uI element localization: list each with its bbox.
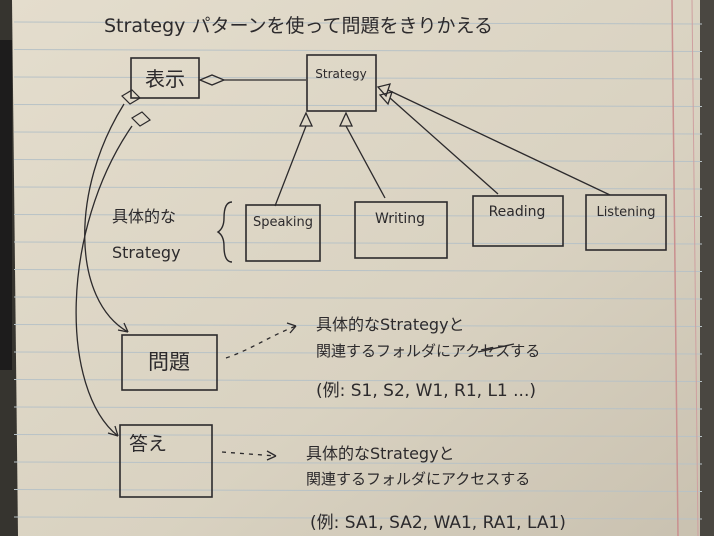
writing-box-label: Writing (375, 211, 425, 227)
ruled-line (13, 241, 703, 245)
context-box-label: 表示 (145, 67, 185, 91)
ruled-line (13, 76, 703, 80)
answer-note-line2: 関連するフォルダにアクセスする (306, 470, 530, 488)
writing-box (354, 201, 448, 259)
ruled-line (13, 214, 703, 217)
concrete-label-line2: Strategy (112, 243, 181, 262)
ruled-line (13, 186, 703, 190)
strategy-box-label: Strategy (315, 67, 366, 81)
ruled-line (13, 379, 703, 382)
inherit-line-reading (389, 97, 499, 195)
answer-dashed-arrow (221, 451, 277, 457)
inherit-line-writing (345, 125, 386, 199)
answer-arrowhead (266, 450, 277, 461)
ruled-line (13, 269, 703, 272)
reading-box (472, 195, 564, 247)
inherit-line-listening (387, 89, 611, 196)
ruled-lines (13, 21, 703, 520)
listening-box-label: Listening (596, 205, 655, 220)
inherit-line-speaking (274, 125, 307, 207)
ruled-line (13, 296, 703, 300)
ruled-line (13, 434, 703, 437)
question-dashed-arrow (225, 325, 297, 359)
question-arrowhead (286, 322, 297, 334)
ruled-line (13, 159, 703, 162)
strategy-box (306, 54, 377, 112)
question-box (121, 334, 218, 391)
answer-note-line3: (例: SA1, SA2, WA1, RA1, LA1) (310, 513, 566, 533)
curve-to-answer (75, 125, 133, 437)
ruled-line (13, 21, 703, 25)
page-title: Strategy パターンを使って問題をきりかえる (104, 15, 493, 37)
ruled-line (13, 461, 703, 465)
question-note-line2: 関連するフォルダにアクセスする (316, 342, 540, 360)
strikeout-mark (477, 343, 515, 353)
ruled-line (13, 351, 703, 355)
answer-box-label: 答え (129, 433, 167, 455)
listening-box (585, 194, 667, 251)
question-note-line3: (例: S1, S2, W1, R1, L1 ...) (316, 381, 536, 401)
arrowhead-question (117, 322, 129, 333)
ruled-line (13, 104, 703, 107)
diamond-to-answer (131, 111, 151, 127)
arrowhead-answer (107, 425, 119, 437)
question-box-label: 問題 (148, 350, 190, 374)
speaking-box (245, 204, 321, 262)
page-edge (700, 0, 714, 536)
ruled-line (13, 131, 703, 135)
answer-note-line1: 具体的なStrategyと (306, 444, 455, 463)
reading-box-label: Reading (489, 204, 546, 220)
margin-line (671, 0, 679, 536)
answer-box (119, 424, 213, 498)
diamond-to-question (121, 89, 141, 105)
concrete-label-line1: 具体的な (112, 207, 176, 226)
margin-line-2 (691, 0, 699, 536)
pen (0, 40, 12, 370)
ruled-line (13, 489, 703, 492)
ruled-line (13, 49, 703, 52)
speaking-box-label: Speaking (253, 215, 313, 230)
brace (216, 201, 233, 263)
ruled-line (13, 324, 703, 327)
question-note-line1: 具体的なStrategyと (316, 315, 465, 334)
ruled-line (13, 516, 703, 520)
ruled-line (13, 406, 703, 410)
context-box (130, 57, 200, 99)
